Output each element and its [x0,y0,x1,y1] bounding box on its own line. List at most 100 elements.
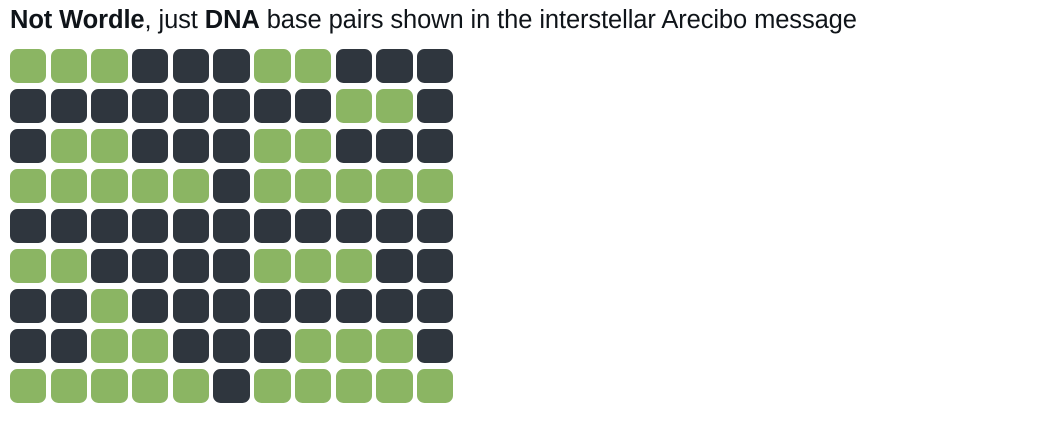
green-square-emoji [376,88,413,123]
emoji-grid [10,49,454,403]
green-square-emoji [50,368,88,403]
black-square-emoji [132,88,169,123]
green-square-emoji [91,328,128,363]
black-square-emoji [294,288,332,323]
green-square-emoji [172,368,210,403]
black-square-emoji [213,368,250,403]
green-square-emoji [10,248,47,283]
black-square-emoji [213,248,250,283]
black-square-emoji [254,288,291,323]
black-square-emoji [294,88,332,123]
black-square-emoji [50,288,88,323]
black-square-emoji [91,208,128,243]
green-square-emoji [376,328,413,363]
green-square-emoji [172,168,210,203]
emoji-grid-row [10,49,454,83]
black-square-emoji [132,288,169,323]
green-square-emoji [294,49,332,83]
green-square-emoji [335,328,372,363]
black-square-emoji [254,328,291,363]
green-square-emoji [254,128,291,163]
black-square-emoji [213,208,250,243]
green-square-emoji [10,368,47,403]
green-square-emoji [294,168,332,203]
green-square-emoji [50,49,88,83]
black-square-emoji [376,288,413,323]
green-square-emoji [50,168,88,203]
black-square-emoji [172,88,210,123]
green-square-emoji [254,49,291,83]
emoji-grid-row [10,288,454,323]
green-square-emoji [254,168,291,203]
black-square-emoji [294,208,332,243]
header-segment-just: , just [144,6,205,34]
black-square-emoji [132,49,169,83]
black-square-emoji [10,208,47,243]
header-segment-rest: base pairs shown in the interstellar Are… [259,6,857,34]
green-square-emoji [294,328,332,363]
header-segment-dna: DNA [204,6,260,34]
black-square-emoji [416,208,454,243]
black-square-emoji [172,288,210,323]
black-square-emoji [10,288,47,323]
black-square-emoji [172,49,210,83]
black-square-emoji [335,49,372,83]
black-square-emoji [172,128,210,163]
green-square-emoji [50,128,88,163]
black-square-emoji [416,248,454,283]
black-square-emoji [376,128,413,163]
emoji-grid-row [10,368,454,403]
emoji-grid-row [10,128,454,163]
green-square-emoji [10,168,47,203]
black-square-emoji [376,49,413,83]
emoji-grid-row [10,168,454,203]
green-square-emoji [91,128,128,163]
green-square-emoji [254,368,291,403]
black-square-emoji [416,49,454,83]
green-square-emoji [91,288,128,323]
black-square-emoji [50,88,88,123]
black-square-emoji [213,49,250,83]
black-square-emoji [132,248,169,283]
black-square-emoji [213,288,250,323]
black-square-emoji [213,88,250,123]
black-square-emoji [132,208,169,243]
green-square-emoji [376,168,413,203]
green-square-emoji [91,168,128,203]
black-square-emoji [10,128,47,163]
black-square-emoji [254,88,291,123]
green-square-emoji [91,49,128,83]
black-square-emoji [416,288,454,323]
black-square-emoji [213,128,250,163]
black-square-emoji [132,128,169,163]
green-square-emoji [335,168,372,203]
black-square-emoji [172,328,210,363]
black-square-emoji [10,328,47,363]
green-square-emoji [335,368,372,403]
black-square-emoji [10,88,47,123]
black-square-emoji [213,328,250,363]
green-square-emoji [10,49,47,83]
black-square-emoji [376,248,413,283]
black-square-emoji [50,328,88,363]
emoji-grid-row [10,208,454,243]
black-square-emoji [335,208,372,243]
green-square-emoji [335,248,372,283]
green-square-emoji [416,168,454,203]
green-square-emoji [50,248,88,283]
black-square-emoji [213,168,250,203]
black-square-emoji [91,248,128,283]
emoji-grid-row [10,328,454,363]
emoji-grid-row [10,88,454,123]
green-square-emoji [294,128,332,163]
green-square-emoji [254,248,291,283]
green-square-emoji [376,368,413,403]
green-square-emoji [132,328,169,363]
black-square-emoji [416,88,454,123]
black-square-emoji [50,208,88,243]
black-square-emoji [416,128,454,163]
black-square-emoji [172,208,210,243]
header-segment-not-wordle: Not Wordle [10,6,145,34]
post-text: Not Wordle, just DNA base pairs shown in… [10,3,857,37]
